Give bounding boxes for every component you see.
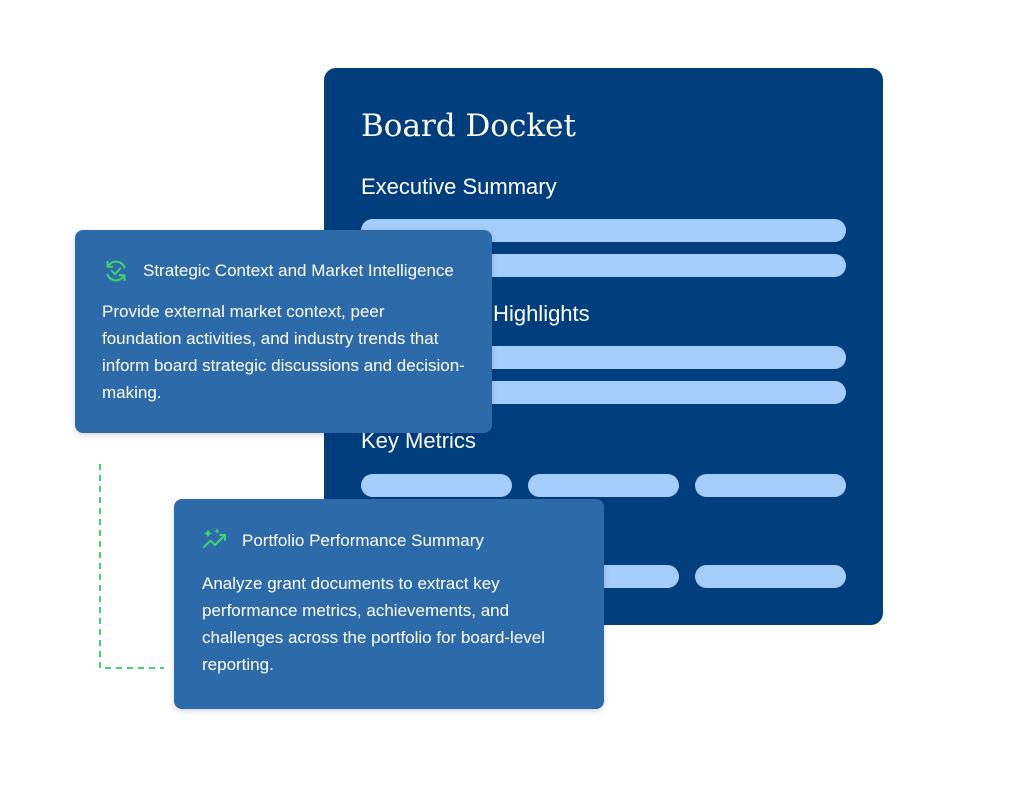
card-header: Portfolio Performance Summary	[202, 528, 484, 554]
section-executive-summary: Executive Summary	[361, 174, 557, 199]
strategic-context-card: Strategic Context and Market Intelligenc…	[75, 230, 492, 433]
card-description: Provide external market context, peer fo…	[102, 302, 465, 402]
portfolio-performance-card: Portfolio Performance Summary Analyze gr…	[174, 499, 604, 709]
metric-bar	[695, 474, 846, 497]
refresh-check-icon	[103, 258, 129, 284]
card-title: Portfolio Performance Summary	[242, 531, 484, 550]
card-header: Strategic Context and Market Intelligenc…	[103, 258, 454, 284]
docket-title: Board Docket	[361, 108, 576, 144]
metric-bar	[361, 474, 512, 497]
dashed-connector	[99, 464, 164, 669]
metric-bar	[695, 565, 846, 588]
metric-bar	[528, 474, 679, 497]
card-description: Analyze grant documents to extract key p…	[202, 574, 546, 674]
sparkle-trend-icon	[202, 528, 228, 554]
card-title: Strategic Context and Market Intelligenc…	[143, 261, 454, 280]
